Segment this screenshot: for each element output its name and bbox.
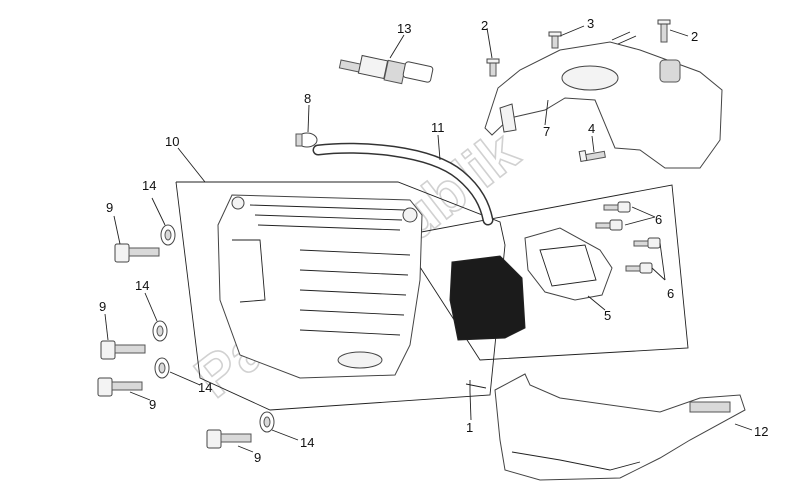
bolt-3 xyxy=(97,377,143,397)
callout-9c: 9 xyxy=(149,397,156,412)
callout-labels: 1 2 2 3 4 5 6 6 7 8 9 9 9 9 10 11 12 13 … xyxy=(99,16,768,465)
callout-2a: 2 xyxy=(481,18,488,33)
bolt-2 xyxy=(100,340,146,360)
bolt-6b xyxy=(595,219,623,231)
callout-2b: 2 xyxy=(691,29,698,44)
leader-lines xyxy=(104,25,753,453)
bolt-4 xyxy=(206,429,252,449)
top-shroud xyxy=(484,31,723,169)
cylinder-head-cover xyxy=(217,194,423,379)
screw-2a xyxy=(486,58,500,77)
gasket-dark xyxy=(449,255,526,341)
callout-11: 11 xyxy=(431,120,445,135)
lower-cover xyxy=(494,373,746,481)
callout-13: 13 xyxy=(397,21,411,36)
callout-6b: 6 xyxy=(667,286,674,301)
washer-1 xyxy=(160,224,176,246)
callout-9a: 9 xyxy=(106,200,113,215)
washer-4 xyxy=(259,411,275,433)
hose-clamp xyxy=(295,132,318,148)
washer-2 xyxy=(152,320,168,342)
washer-3 xyxy=(154,357,170,379)
callout-3: 3 xyxy=(587,16,594,31)
callout-1: 1 xyxy=(466,420,473,435)
callout-14c: 14 xyxy=(198,380,212,395)
bolt-6a xyxy=(603,201,631,213)
callout-9b: 9 xyxy=(99,299,106,314)
callout-10: 10 xyxy=(165,134,179,149)
callout-5: 5 xyxy=(604,308,611,323)
bolt-1 xyxy=(114,243,160,263)
bolt-6d xyxy=(625,262,653,274)
callout-6a: 6 xyxy=(655,212,662,227)
callout-7: 7 xyxy=(543,124,550,139)
breather-hose xyxy=(312,142,494,226)
screw-2b xyxy=(657,19,671,43)
callout-12: 12 xyxy=(754,424,768,439)
spark-plug xyxy=(338,54,434,85)
callout-4: 4 xyxy=(588,121,595,136)
gasket-plate xyxy=(524,227,613,301)
callout-14a: 14 xyxy=(142,178,156,193)
screw-3 xyxy=(548,31,562,49)
screw-4 xyxy=(578,149,606,163)
clip-1 xyxy=(465,380,487,392)
callout-14d: 14 xyxy=(300,435,314,450)
callout-8: 8 xyxy=(304,91,311,106)
bolt-6c xyxy=(633,237,661,249)
callout-9d: 9 xyxy=(254,450,261,465)
callout-14b: 14 xyxy=(135,278,149,293)
